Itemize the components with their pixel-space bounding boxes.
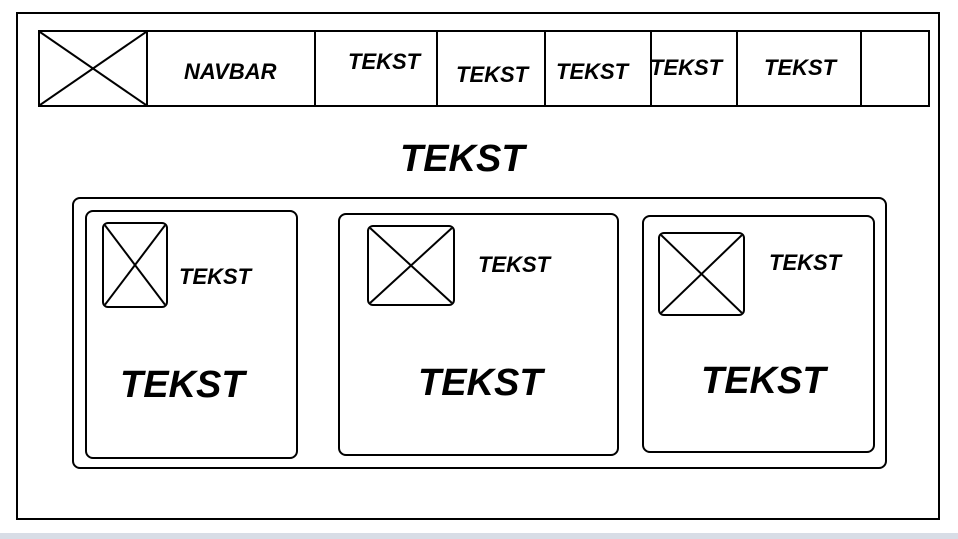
nav-item-1[interactable]: TEKST [316,32,438,105]
page-frame [16,12,940,520]
logo-placeholder-icon[interactable] [40,32,148,105]
nav-item-2[interactable]: TEKST [438,32,546,105]
page-heading: TEKST [400,138,525,180]
nav-item-5[interactable]: TEKST [738,32,862,105]
nav-item-4[interactable]: TEKST [650,32,738,105]
cards-container [72,197,887,469]
nav-item-empty[interactable] [862,32,928,105]
image-placeholder-icon [367,225,455,306]
nav-item-label: TEKST [764,55,837,80]
card-title: TEKST [418,362,543,404]
nav-item-3[interactable]: TEKST [546,32,652,105]
card-title: TEKST [701,360,826,402]
image-placeholder-icon [658,232,745,316]
navbar-brand-label: NAVBAR [184,59,277,84]
card-2[interactable]: TEKST TEKST [338,213,619,456]
card-3[interactable]: TEKST TEKST [642,215,875,453]
nav-item-label: TEKST [348,49,421,74]
image-placeholder-icon [102,222,168,308]
nav-item-label: TEKST [650,55,723,80]
nav-item-label: TEKST [556,59,629,84]
card-label: TEKST [478,252,551,277]
card-1[interactable]: TEKST TEKST [85,210,298,459]
navbar-brand[interactable]: NAVBAR [148,32,316,105]
card-title: TEKST [120,364,245,406]
nav-item-label: TEKST [456,62,529,87]
navbar: NAVBAR TEKST TEKST TEKST TEKST TEKST [38,30,930,107]
card-label: TEKST [179,264,252,289]
bottom-edge [0,533,958,539]
card-label: TEKST [769,250,842,275]
